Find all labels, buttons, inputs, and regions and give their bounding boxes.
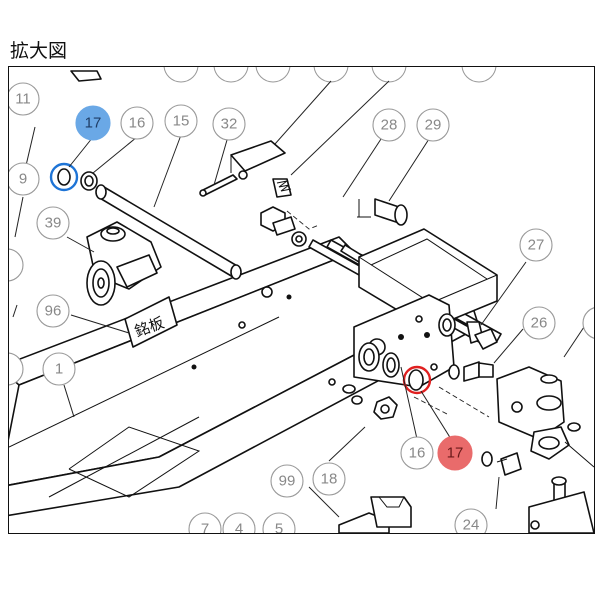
- svg-text:29: 29: [425, 117, 442, 134]
- pin-32: [199, 140, 292, 198]
- svg-text:1: 1: [55, 361, 63, 378]
- svg-text:4: 4: [235, 521, 243, 534]
- svg-text:9: 9: [19, 171, 27, 188]
- svg-text:15: 15: [173, 113, 190, 130]
- callout-29: 29: [416, 108, 450, 142]
- callout-11: 11: [9, 82, 40, 116]
- snap-ring-17-blue-highlight: [49, 162, 98, 192]
- svg-text:26: 26: [531, 315, 548, 332]
- svg-text:99: 99: [279, 473, 296, 490]
- diagram-frame: 銘板 11 17 16 15 32: [8, 66, 595, 534]
- gear-unit-99: [338, 496, 412, 533]
- side-plate: [353, 294, 456, 388]
- parts-diagram: 銘板 11 17 16 15 32: [9, 67, 594, 533]
- callout-18: 18: [312, 462, 346, 496]
- callout-26: 26: [522, 306, 556, 340]
- bolt-24: [481, 451, 522, 476]
- callout-cutoff-right: [582, 307, 594, 339]
- callout-96: 96: [36, 294, 70, 328]
- callout-32: 32: [212, 107, 246, 141]
- svg-text:17: 17: [447, 445, 464, 462]
- callout-24: 24: [454, 508, 488, 534]
- callout-7: 7: [188, 512, 222, 534]
- shaft-15: [95, 184, 242, 280]
- svg-text:24: 24: [463, 517, 480, 534]
- bolt-30: [260, 206, 320, 247]
- callout-39: 39: [36, 206, 70, 240]
- caster-39: [86, 221, 162, 306]
- callout-99: 99: [270, 464, 304, 498]
- bolt-29: [357, 198, 408, 226]
- callout-4: 4: [222, 512, 256, 534]
- svg-text:5: 5: [275, 521, 283, 534]
- callout-27: 27: [519, 228, 553, 262]
- svg-text:16: 16: [129, 115, 146, 132]
- callout-5: 5: [262, 512, 296, 534]
- front-bracket-right: [496, 366, 594, 533]
- svg-text:27: 27: [528, 237, 545, 254]
- callout-16-bottom: 16: [400, 436, 434, 470]
- callout-cutoff-left: [9, 248, 24, 386]
- cutoff-callouts: [70, 67, 497, 176]
- callout-15: 15: [164, 104, 198, 138]
- svg-text:28: 28: [381, 117, 398, 134]
- collars: [358, 342, 400, 378]
- svg-text:7: 7: [201, 521, 209, 534]
- callout-28: 28: [372, 108, 406, 142]
- callout-16-top: 16: [120, 106, 154, 140]
- svg-text:18: 18: [321, 471, 338, 488]
- svg-text:32: 32: [221, 116, 238, 133]
- svg-text:17: 17: [85, 115, 102, 132]
- leader-lines: [12, 126, 585, 518]
- callout-9: 9: [9, 162, 40, 196]
- svg-text:11: 11: [15, 91, 31, 108]
- svg-text:16: 16: [409, 445, 426, 462]
- fasteners-mid: [342, 321, 498, 420]
- svg-text:96: 96: [45, 303, 62, 320]
- callout-1: 1: [42, 352, 76, 386]
- callout-17-blue: 17: [75, 105, 111, 141]
- svg-text:39: 39: [45, 215, 62, 232]
- page-title: 拡大図: [10, 40, 68, 62]
- callout-17-red: 17: [437, 435, 473, 471]
